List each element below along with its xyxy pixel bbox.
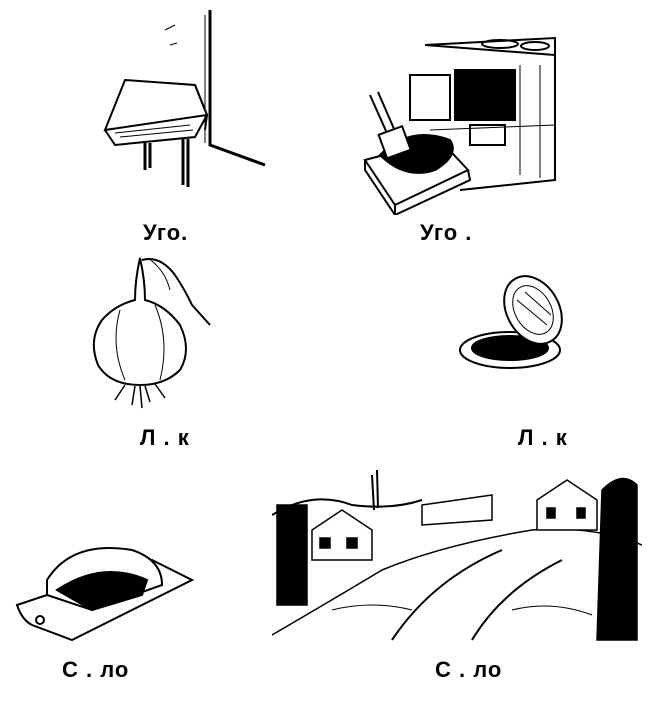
caption-village: С . ло: [435, 657, 503, 682]
village-landscape-icon: [272, 450, 642, 645]
onion-icon: [80, 250, 220, 410]
caption-lard: С . ло: [62, 657, 130, 682]
lard-on-board-icon: [12, 540, 197, 645]
caption-coal: Уго .: [420, 220, 473, 245]
room-corner-table-icon: [95, 5, 275, 190]
stove-coal-icon: [350, 30, 560, 215]
manhole-hatch-icon: [455, 270, 570, 380]
caption-onion: Л . к: [140, 425, 190, 450]
caption-corner: Уго.: [143, 220, 189, 245]
caption-hatch: Л . к: [518, 425, 568, 450]
